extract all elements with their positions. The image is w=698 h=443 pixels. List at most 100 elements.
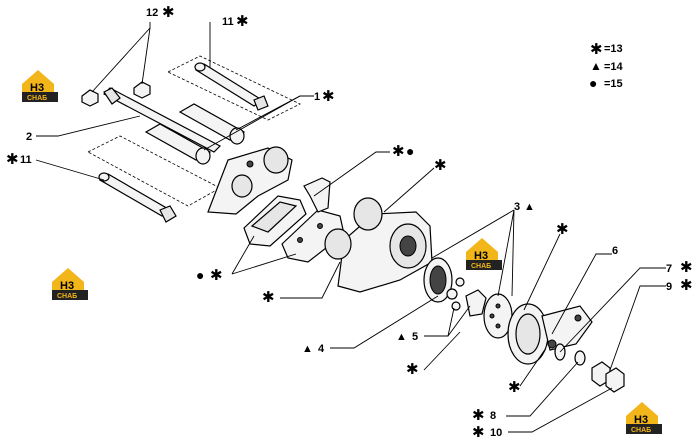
label-10: ✱ 10	[472, 423, 502, 441]
leader-line	[506, 361, 579, 417]
label-1: 1 ✱	[314, 87, 335, 105]
label-star-caliper: ✱	[434, 156, 447, 174]
leader-line	[231, 253, 297, 275]
svg-text:1: 1	[314, 91, 320, 103]
label-star-circle-top: ✱ ●	[392, 142, 414, 160]
svg-text:11: 11	[20, 154, 32, 166]
cover-plate-6	[507, 303, 593, 365]
leader-line	[36, 115, 141, 137]
leader-line	[497, 209, 515, 297]
leader-line	[203, 95, 301, 151]
svg-text:=14: =14	[604, 61, 624, 73]
svg-text:H3: H3	[60, 280, 74, 292]
svg-text:2: 2	[26, 131, 32, 143]
svg-text:▲: ▲	[302, 343, 313, 355]
svg-text:✱: ✱	[406, 360, 419, 378]
legend: ✱ =13 ▲ =14 ● =15	[589, 40, 624, 91]
svg-text:=13: =13	[604, 43, 623, 55]
leader-line	[424, 307, 455, 337]
label-9: 9 ✱	[666, 276, 693, 294]
svg-text:H3: H3	[30, 82, 44, 94]
nut-12-left	[81, 89, 99, 107]
svg-text:●: ●	[589, 75, 597, 91]
svg-text:●: ●	[406, 143, 414, 159]
svg-text:✱: ✱	[392, 142, 405, 160]
svg-text:✱: ✱	[508, 378, 521, 396]
leader-line	[383, 167, 435, 213]
label-star-washer: ✱	[508, 378, 521, 396]
svg-text:=15: =15	[604, 78, 623, 90]
leader-line	[91, 22, 151, 93]
leader-line	[313, 151, 390, 197]
svg-text:✱: ✱	[322, 87, 335, 105]
svg-text:✱: ✱	[162, 3, 175, 21]
brand-logo: H3 CHAБ	[466, 238, 502, 270]
leader-line	[559, 267, 666, 353]
washer-10	[574, 350, 586, 366]
label-4: ▲ 4	[302, 343, 325, 355]
svg-text:✱: ✱	[262, 288, 275, 306]
label-5: ▲ 5	[396, 331, 418, 343]
svg-text:✱: ✱	[236, 12, 249, 30]
leader-line	[508, 387, 613, 433]
label-11-left: ✱ 11	[6, 150, 32, 168]
label-11-top: 11 ✱	[222, 12, 249, 30]
label-star-disc: ✱	[556, 220, 569, 238]
caliper-body	[324, 197, 433, 293]
svg-text:✱: ✱	[434, 156, 447, 174]
svg-text:8: 8	[490, 410, 496, 422]
label-star-piston: ✱	[406, 360, 419, 378]
leader-line	[423, 331, 461, 371]
svg-text:✱: ✱	[680, 258, 693, 276]
svg-text:7: 7	[666, 263, 672, 275]
leader-line	[280, 261, 341, 299]
brake-pad-left	[243, 195, 307, 247]
svg-text:12: 12	[146, 7, 158, 19]
label-star-body: ✱	[262, 288, 275, 306]
leader-line	[141, 27, 151, 85]
bushing-1	[144, 103, 246, 165]
svg-text:5: 5	[412, 331, 418, 343]
leader-line	[447, 305, 471, 337]
svg-text:▲: ▲	[396, 331, 407, 343]
brand-logo: H3 CHAБ	[626, 402, 662, 434]
svg-text:✱: ✱	[590, 40, 603, 58]
svg-text:●: ●	[196, 267, 204, 283]
svg-text:6: 6	[612, 245, 618, 257]
svg-text:CHAБ: CHAБ	[471, 263, 491, 270]
svg-text:CHAБ: CHAБ	[631, 427, 651, 434]
nut-9	[605, 367, 625, 393]
svg-text:9: 9	[666, 281, 672, 293]
label-circle-star-pads: ● ✱	[196, 266, 223, 284]
svg-text:✱: ✱	[556, 220, 569, 238]
svg-text:11: 11	[222, 16, 234, 28]
leader-line	[519, 347, 547, 387]
svg-text:H3: H3	[474, 250, 488, 262]
brand-logo: H3 CHAБ	[52, 268, 88, 300]
svg-text:✱: ✱	[210, 266, 223, 284]
svg-text:CHAБ: CHAБ	[57, 293, 77, 300]
svg-text:✱: ✱	[680, 276, 693, 294]
leader-line	[609, 285, 666, 371]
label-2: 2	[26, 131, 32, 143]
leader-line	[231, 235, 255, 275]
bolt-2	[103, 87, 221, 153]
bracket-upper	[207, 146, 293, 215]
label-8: ✱ 8	[472, 406, 496, 424]
svg-text:H3: H3	[634, 414, 648, 426]
seal-ring-4	[423, 257, 453, 303]
leader-line	[551, 253, 612, 335]
svg-text:✱: ✱	[6, 150, 19, 168]
leader-line	[431, 209, 515, 259]
leader-line	[511, 209, 515, 297]
label-6: 6	[612, 245, 618, 257]
guide-box	[167, 55, 301, 121]
leader-line	[523, 233, 561, 311]
leader-line	[330, 295, 439, 349]
svg-text:✱: ✱	[472, 406, 485, 424]
svg-text:▲: ▲	[590, 59, 602, 73]
piston	[465, 289, 487, 317]
svg-text:10: 10	[490, 427, 502, 439]
bolt-11-upper	[194, 62, 269, 111]
svg-text:3: 3	[514, 201, 520, 213]
